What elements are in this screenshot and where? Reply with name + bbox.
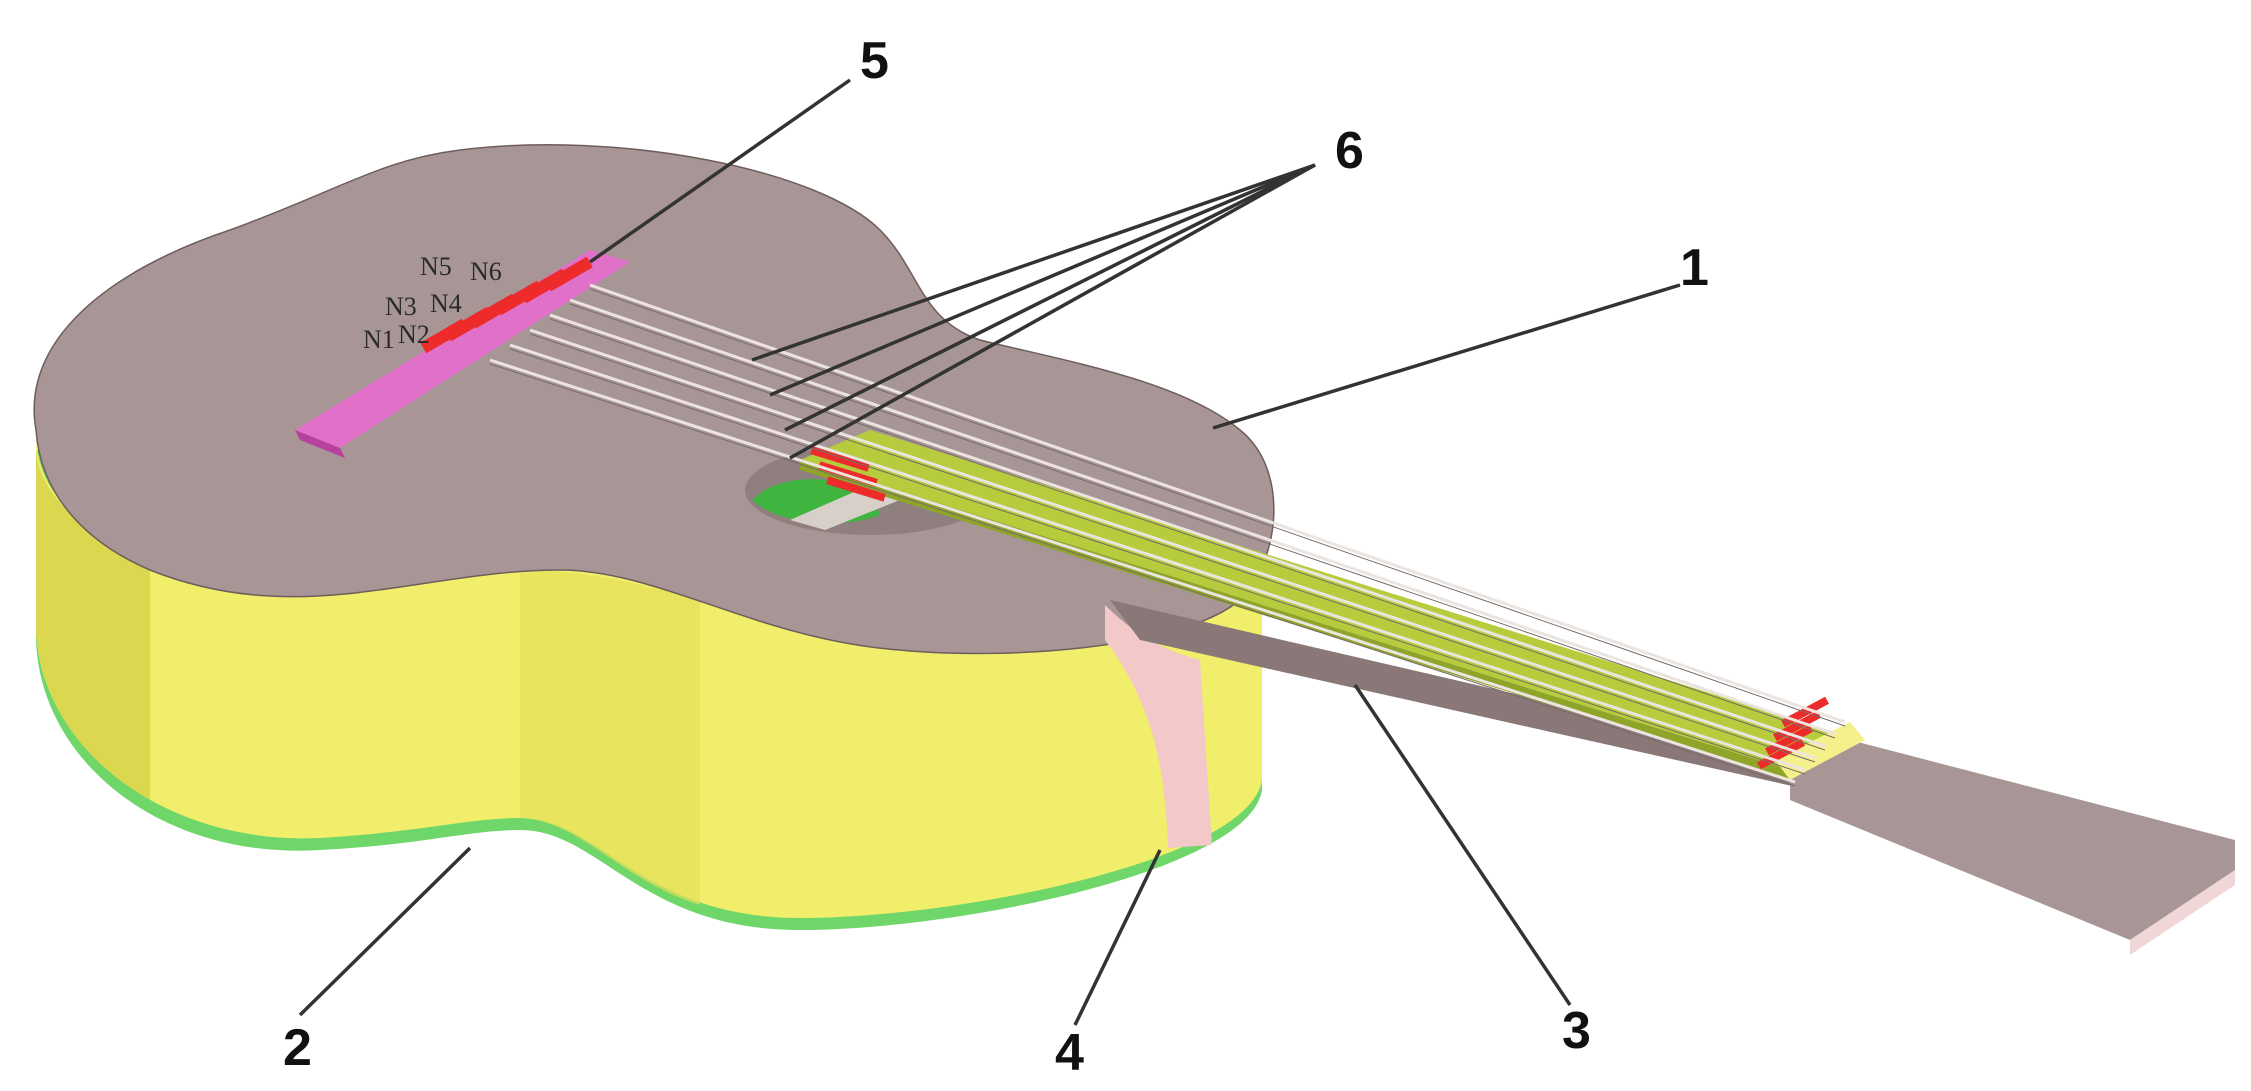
leader-6a xyxy=(751,163,1316,362)
leader-2 xyxy=(298,846,472,1017)
callout-4: 4 xyxy=(1055,1024,1084,1082)
leader-lines xyxy=(298,78,1681,1026)
strings xyxy=(489,283,1846,784)
callout-3: 3 xyxy=(1562,1002,1591,1060)
string-label-n4: N4 xyxy=(430,289,462,318)
headstock-edge xyxy=(2130,870,2235,955)
bridge-front xyxy=(295,430,345,458)
callout-5: 5 xyxy=(860,32,889,90)
callout-1: 1 xyxy=(1680,239,1709,297)
string-label-n3: N3 xyxy=(385,292,417,321)
top-plate xyxy=(33,144,1275,655)
bridge xyxy=(295,250,630,448)
leader-6b xyxy=(769,163,1316,397)
nut xyxy=(1775,722,1865,780)
support xyxy=(1105,605,1212,848)
leader-3 xyxy=(1353,684,1572,1006)
guitar-body xyxy=(33,144,1275,930)
string-ties xyxy=(420,256,593,354)
ribs-shade-waist xyxy=(520,570,700,905)
leader-4 xyxy=(1073,849,1162,1026)
headstock xyxy=(1790,740,2235,940)
leader-1 xyxy=(1212,283,1681,430)
neck xyxy=(1110,600,1810,790)
string-label-n6: N6 xyxy=(470,257,502,286)
strings-shadow xyxy=(489,288,1846,787)
string-label-n5: N5 xyxy=(420,252,452,281)
string-label-n2: N2 xyxy=(398,320,430,349)
leader-6c xyxy=(784,163,1316,432)
leader-5 xyxy=(588,78,852,264)
string-label-n1: N1 xyxy=(363,325,395,354)
callout-6: 6 xyxy=(1335,122,1364,180)
ribs-shade xyxy=(36,450,150,800)
leader-6d xyxy=(789,163,1316,460)
callout-2: 2 xyxy=(283,1019,312,1077)
bridge-assembly xyxy=(295,250,630,458)
